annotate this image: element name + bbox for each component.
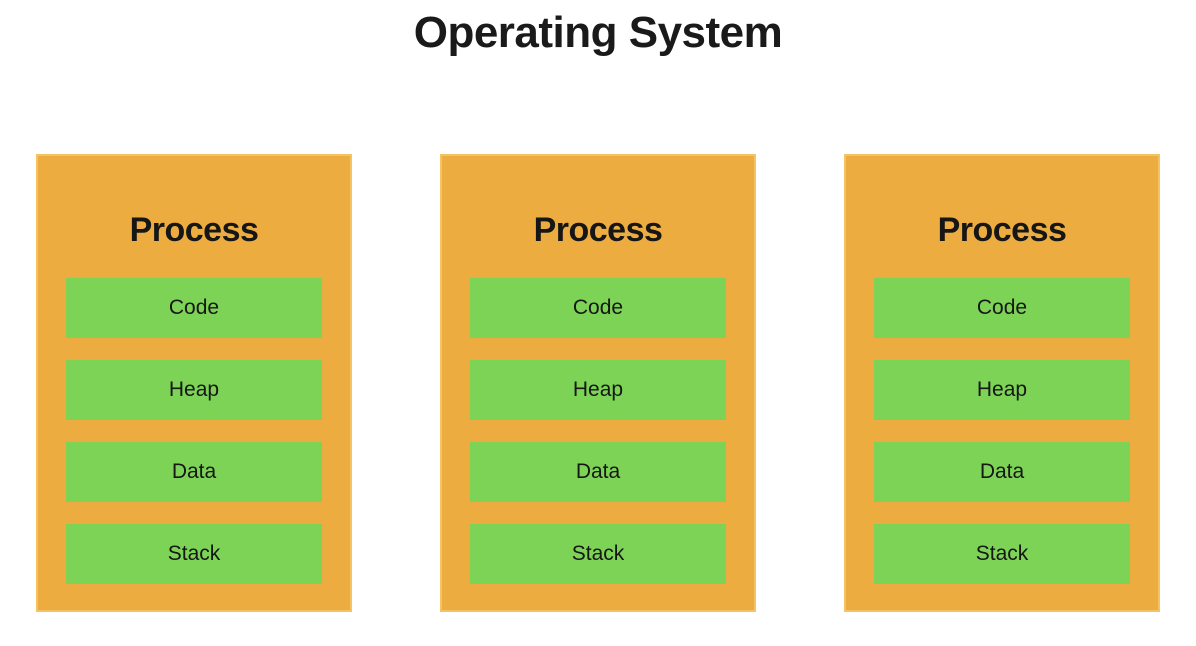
segment-stack: Code Heap Data Stack (874, 278, 1130, 584)
segment-stack: Stack (66, 524, 322, 584)
segment-code: Code (470, 278, 726, 338)
segment-heap: Heap (66, 360, 322, 420)
process-title: Process (937, 211, 1067, 249)
process-box-3: Process Code Heap Data Stack (844, 154, 1160, 612)
segment-data: Data (66, 442, 322, 502)
segment-stack: Code Heap Data Stack (470, 278, 726, 584)
segment-stack: Stack (874, 524, 1130, 584)
segment-heap: Heap (470, 360, 726, 420)
diagram-title: Operating System (413, 8, 783, 57)
process-title: Process (533, 211, 663, 249)
process-box-1: Process Code Heap Data Stack (36, 154, 352, 612)
process-row: Process Code Heap Data Stack Process Cod… (0, 154, 1196, 612)
segment-code: Code (874, 278, 1130, 338)
segment-stack: Stack (470, 524, 726, 584)
process-box-2: Process Code Heap Data Stack (440, 154, 756, 612)
segment-data: Data (470, 442, 726, 502)
process-title: Process (129, 211, 259, 249)
segment-data: Data (874, 442, 1130, 502)
segment-stack: Code Heap Data Stack (66, 278, 322, 584)
segment-heap: Heap (874, 360, 1130, 420)
segment-code: Code (66, 278, 322, 338)
